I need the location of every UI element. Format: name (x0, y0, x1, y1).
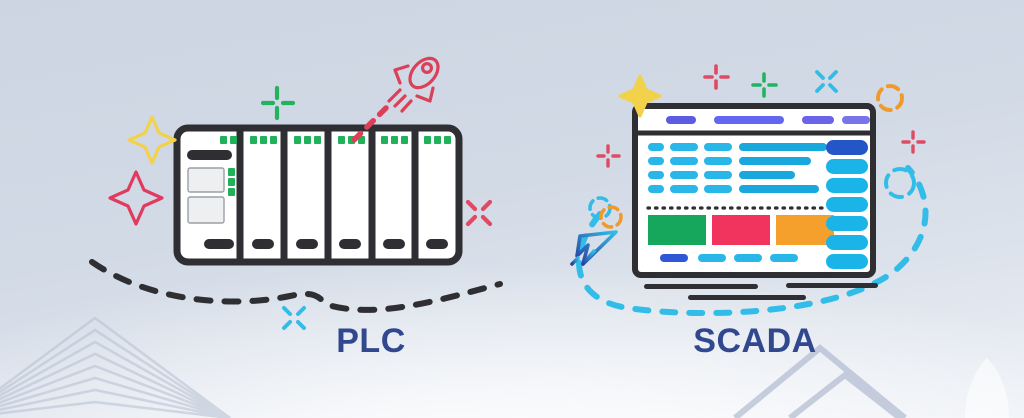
plus-red-top (703, 64, 730, 90)
plc-module-cpu (187, 136, 237, 249)
dashed-ring-orange-small (599, 205, 623, 229)
plus-red-right (901, 130, 926, 154)
scada-footer-pills (660, 254, 798, 262)
plus-green-right (751, 72, 778, 98)
scada-side-buttons (826, 140, 868, 269)
plus-green (260, 85, 296, 121)
paper-plane-icon (570, 230, 618, 266)
dashed-ring-orange (876, 84, 904, 112)
scada-status-blocks (648, 215, 834, 245)
rocket-icon (387, 56, 440, 113)
plus-red-left (596, 144, 621, 168)
sparkle-star-crimson (108, 170, 164, 226)
x-cyan-top (815, 70, 838, 93)
plc-label: PLC (336, 322, 406, 360)
x-cyan-bottom (282, 306, 306, 330)
dashed-path-scada (576, 165, 929, 316)
plc-module (250, 136, 451, 144)
x-red (465, 199, 493, 227)
sparkle-star-yellow-right (618, 74, 662, 118)
scada-label: SCADA (693, 322, 817, 360)
scada-titlebar-pills (666, 116, 870, 124)
sparkle-star-yellow (127, 115, 177, 165)
dashed-path-plc (89, 259, 503, 313)
rocket-trail (347, 105, 389, 147)
dashed-ring-cyan (884, 167, 916, 199)
scada-data-rows (648, 143, 827, 193)
scada-stand (644, 283, 878, 300)
